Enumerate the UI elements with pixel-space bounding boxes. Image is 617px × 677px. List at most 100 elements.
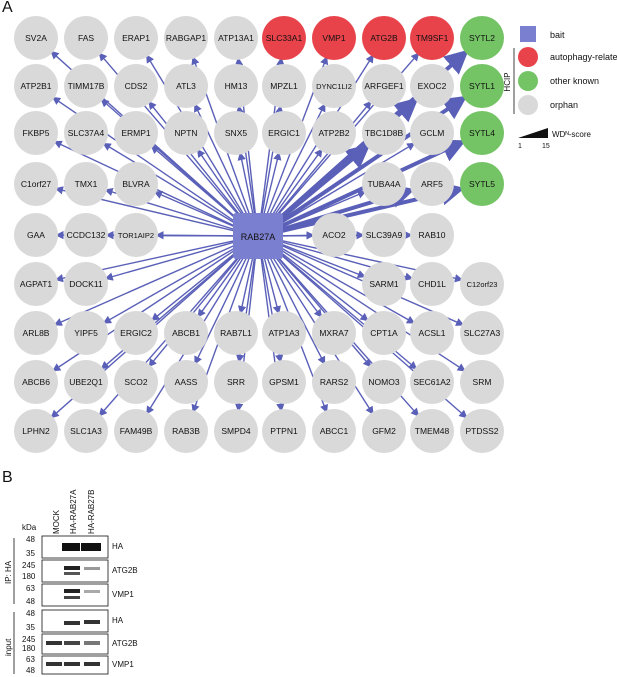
node-circle <box>262 64 306 108</box>
node-ermp1[interactable]: ERMP1 <box>114 111 158 155</box>
node-sytl5[interactable]: SYTL5 <box>460 162 504 206</box>
node-slc1a3[interactable]: SLC1A3 <box>64 409 108 453</box>
node-atp1a3[interactable]: ATP1A3 <box>262 311 306 355</box>
node-abcb1[interactable]: ABCB1 <box>164 311 208 355</box>
node-nomo3[interactable]: NOMO3 <box>362 360 406 404</box>
node-tmx1[interactable]: TMX1 <box>64 162 108 206</box>
node-circle <box>312 311 356 355</box>
node-rars2[interactable]: RARS2 <box>312 360 356 404</box>
node-rab7l1[interactable]: RAB7L1 <box>214 311 258 355</box>
node-sytl2[interactable]: SYTL2 <box>460 16 504 60</box>
node-tbc1d8b[interactable]: TBC1D8B <box>362 111 406 155</box>
node-tm9sf1[interactable]: TM9SF1 <box>410 16 454 60</box>
node-gaa[interactable]: GAA <box>14 213 58 257</box>
node-circle <box>262 111 306 155</box>
node-slc33a1[interactable]: SLC33A1 <box>262 16 306 60</box>
node-mxra7[interactable]: MXRA7 <box>312 311 356 355</box>
node-cds2[interactable]: CDS2 <box>114 64 158 108</box>
node-circle <box>312 360 356 404</box>
node-circle <box>362 111 406 155</box>
node-nptn[interactable]: NPTN <box>164 111 208 155</box>
node-sytl4[interactable]: SYTL4 <box>460 111 504 155</box>
node-circle <box>312 64 356 108</box>
hcip-label: HCIP <box>503 72 512 91</box>
node-acsl1[interactable]: ACSL1 <box>410 311 454 355</box>
node-gfm2[interactable]: GFM2 <box>362 409 406 453</box>
node-fkbp5[interactable]: FKBP5 <box>14 111 58 155</box>
node-atl3[interactable]: ATL3 <box>164 64 208 108</box>
node-aco2[interactable]: ACO2 <box>312 213 356 257</box>
node-slc39a9[interactable]: SLC39A9 <box>362 213 406 257</box>
edge-snx5 <box>237 151 255 221</box>
node-gpsm1[interactable]: GPSM1 <box>262 360 306 404</box>
node-dync1li2[interactable]: DYNC1LI2 <box>312 64 356 108</box>
node-erap1[interactable]: ERAP1 <box>114 16 158 60</box>
node-rab3b[interactable]: RAB3B <box>164 409 208 453</box>
node-gclm[interactable]: GCLM <box>410 111 454 155</box>
node-atp2b1[interactable]: ATP2B1 <box>14 64 58 108</box>
node-rab10[interactable]: RAB10 <box>410 213 454 257</box>
node-c1orf27[interactable]: C1orf27 <box>14 162 58 206</box>
node-vmp1[interactable]: VMP1 <box>312 16 356 60</box>
node-circle <box>410 262 454 306</box>
node-label: ARF5 <box>421 179 443 189</box>
node-lphn2[interactable]: LPHN2 <box>14 409 58 453</box>
node-rabgap1[interactable]: RABGAP1 <box>164 16 208 60</box>
node-timm17b[interactable]: TIMM17B <box>64 64 108 108</box>
node-tor1aip2[interactable]: TOR1AIP2 <box>114 213 158 257</box>
node-slc37a4[interactable]: SLC37A4 <box>64 111 108 155</box>
node-sarm1[interactable]: SARM1 <box>362 262 406 306</box>
node-hm13[interactable]: HM13 <box>214 64 258 108</box>
node-srm[interactable]: SRM <box>460 360 504 404</box>
node-arf5[interactable]: ARF5 <box>410 162 454 206</box>
node-mpzl1[interactable]: MPZL1 <box>262 64 306 108</box>
node-smpd4[interactable]: SMPD4 <box>214 409 258 453</box>
node-sco2[interactable]: SCO2 <box>114 360 158 404</box>
node-ube2q1[interactable]: UBE2Q1 <box>64 360 108 404</box>
node-dock11[interactable]: DOCK11 <box>64 262 108 306</box>
node-label: ERMP1 <box>121 128 151 138</box>
node-abcc1[interactable]: ABCC1 <box>312 409 356 453</box>
node-atp2b2[interactable]: ATP2B2 <box>312 111 356 155</box>
legend: bait autophagy-related other known orpha… <box>503 26 617 150</box>
node-ptdss2[interactable]: PTDSS2 <box>460 409 504 453</box>
node-atp13a1[interactable]: ATP13A1 <box>214 16 258 60</box>
bait-node[interactable]: RAB27A <box>233 213 283 259</box>
node-arl8b[interactable]: ARL8B <box>14 311 58 355</box>
node-circle <box>460 360 504 404</box>
node-ergic2[interactable]: ERGIC2 <box>114 311 158 355</box>
node-arfgef1[interactable]: ARFGEF1 <box>362 64 406 108</box>
node-snx5[interactable]: SNX5 <box>214 111 258 155</box>
node-tuba4a[interactable]: TUBA4A <box>362 162 406 206</box>
node-exoc2[interactable]: EXOC2 <box>410 64 454 108</box>
node-srr[interactable]: SRR <box>214 360 258 404</box>
node-tmem48[interactable]: TMEM48 <box>410 409 454 453</box>
node-yipf5[interactable]: YIPF5 <box>64 311 108 355</box>
node-sv2a[interactable]: SV2A <box>14 16 58 60</box>
node-circle <box>114 16 158 60</box>
node-agpat1[interactable]: AGPAT1 <box>14 262 58 306</box>
node-ccdc132[interactable]: CCDC132 <box>64 213 108 257</box>
node-blvra[interactable]: BLVRA <box>114 162 158 206</box>
node-aass[interactable]: AASS <box>164 360 208 404</box>
node-circle <box>410 16 454 60</box>
node-chd1l[interactable]: CHD1L <box>410 262 454 306</box>
legend-autophagy-swatch <box>518 47 538 67</box>
node-circle <box>14 16 58 60</box>
node-sec61a2[interactable]: SEC61A2 <box>410 360 454 404</box>
node-ptpn1[interactable]: PTPN1 <box>262 409 306 453</box>
node-c12orf23[interactable]: C12orf23 <box>460 262 504 306</box>
node-fam49b[interactable]: FAM49B <box>114 409 158 453</box>
node-circle <box>410 111 454 155</box>
node-slc27a3[interactable]: SLC27A3 <box>460 311 504 355</box>
node-atg2b[interactable]: ATG2B <box>362 16 406 60</box>
node-ergic1[interactable]: ERGIC1 <box>262 111 306 155</box>
node-circle <box>164 409 208 453</box>
node-circle <box>14 162 58 206</box>
node-abcb6[interactable]: ABCB6 <box>14 360 58 404</box>
node-circle <box>262 409 306 453</box>
node-circle <box>64 64 108 108</box>
node-sytl1[interactable]: SYTL1 <box>460 64 504 108</box>
node-cpt1a[interactable]: CPT1A <box>362 311 406 355</box>
node-fas[interactable]: FAS <box>64 16 108 60</box>
